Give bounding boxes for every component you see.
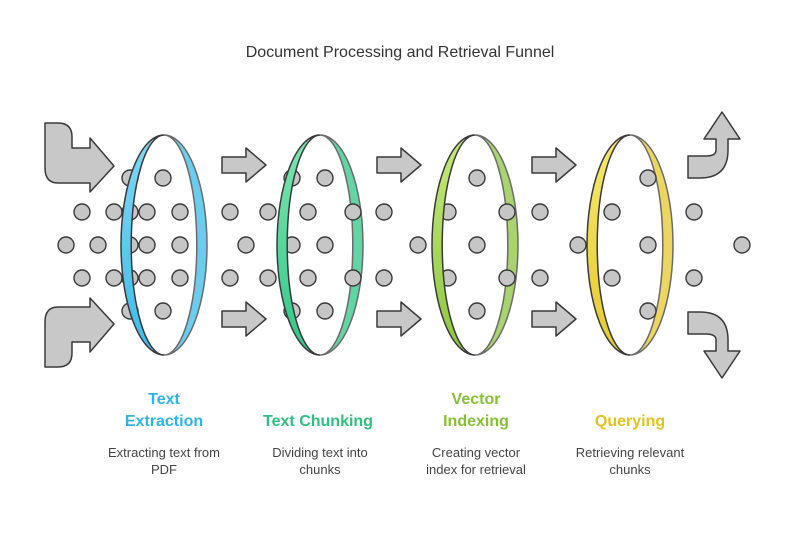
data-dot <box>639 236 657 254</box>
stage-label-vector-indexing: Vector Indexing <box>443 391 509 430</box>
data-dot <box>733 236 751 254</box>
data-dot <box>468 302 486 320</box>
data-dot <box>73 269 91 287</box>
data-dot <box>603 269 621 287</box>
data-dot <box>73 203 91 221</box>
stage-desc-vector-indexing: Creating vector index for retrieval <box>426 445 526 477</box>
data-dot <box>259 269 277 287</box>
data-dot <box>138 236 156 254</box>
data-dot <box>221 269 239 287</box>
data-dot <box>639 302 657 320</box>
data-dot <box>375 203 393 221</box>
ring-querying-front <box>586 134 631 356</box>
data-dot <box>89 236 107 254</box>
data-dot <box>221 203 239 221</box>
data-dot <box>603 203 621 221</box>
data-dot <box>171 236 189 254</box>
data-dot <box>316 302 334 320</box>
straight-arrow-1-top-icon <box>221 147 267 183</box>
data-dot <box>316 169 334 187</box>
data-dot <box>468 169 486 187</box>
ring-vector-indexing-front <box>431 134 476 356</box>
ring-text-extraction-front <box>120 134 165 356</box>
data-dot <box>344 269 362 287</box>
data-dot <box>344 203 362 221</box>
curved-arrow-in-top-icon <box>44 122 115 193</box>
data-dot <box>171 203 189 221</box>
data-dot <box>237 236 255 254</box>
data-dot <box>299 269 317 287</box>
data-dot <box>105 269 123 287</box>
straight-arrow-2-top-icon <box>376 147 422 183</box>
data-dot <box>531 269 549 287</box>
data-dots <box>57 169 751 320</box>
stage-desc-text-extraction: Extracting text from PDF <box>108 445 220 477</box>
diagram-title: Document Processing and Retrieval Funnel <box>245 44 555 61</box>
data-dot <box>685 203 703 221</box>
data-dot <box>468 236 486 254</box>
stage-desc-text-chunking: Dividing text into chunks <box>272 445 368 477</box>
stage-label-text-chunking: Text Chunking <box>263 413 373 430</box>
curved-arrow-out-bottom-icon <box>687 311 741 379</box>
data-dot <box>531 203 549 221</box>
curved-arrow-out-top-icon <box>687 111 741 179</box>
data-dot <box>498 203 516 221</box>
data-dot <box>138 269 156 287</box>
ring-text-chunking-front <box>276 134 321 356</box>
data-dot <box>154 302 172 320</box>
straight-arrow-3-bottom-icon <box>531 301 577 337</box>
straight-arrow-1-bottom-icon <box>221 301 267 337</box>
data-dot <box>316 236 334 254</box>
data-dot <box>299 203 317 221</box>
data-dot <box>569 236 587 254</box>
data-dot <box>171 269 189 287</box>
data-dot <box>105 203 123 221</box>
data-dot <box>409 236 427 254</box>
data-dot <box>375 269 393 287</box>
data-dot <box>57 236 75 254</box>
data-dot <box>685 269 703 287</box>
stage-label-text-extraction: Text Extraction <box>124 391 204 430</box>
stage-label-querying: Querying <box>594 413 666 430</box>
data-dot <box>138 203 156 221</box>
data-dot <box>259 203 277 221</box>
stage-desc-querying: Retrieving relevant chunks <box>575 445 685 477</box>
straight-arrow-2-bottom-icon <box>376 301 422 337</box>
curved-arrow-in-bottom-icon <box>44 297 115 368</box>
data-dot <box>498 269 516 287</box>
straight-arrow-3-top-icon <box>531 147 577 183</box>
data-dot <box>639 169 657 187</box>
data-dot <box>154 169 172 187</box>
